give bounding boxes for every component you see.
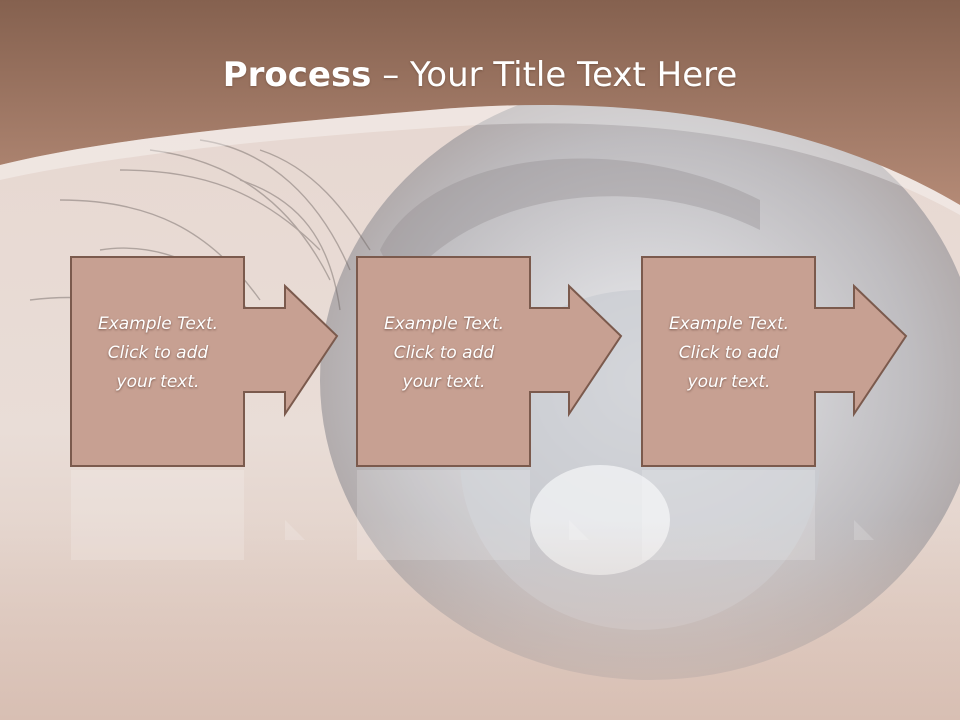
slide-title[interactable]: Process – Your Title Text Here	[0, 52, 960, 98]
step-text-line: Click to add	[393, 343, 495, 363]
step-text-line: Click to add	[107, 343, 209, 363]
step-text-line: your text.	[687, 372, 771, 392]
step-shape	[641, 256, 908, 467]
step-text-line: Click to add	[678, 343, 780, 363]
process-step-3[interactable]: Example Text. Click to add your text.	[641, 256, 916, 468]
process-step-2[interactable]: Example Text. Click to add your text.	[356, 256, 631, 468]
step-text: Example Text. Click to add your text.	[70, 310, 246, 397]
step-text: Example Text. Click to add your text.	[641, 310, 817, 397]
right-arrow-icon	[641, 256, 908, 467]
title-bold-text: Process	[222, 55, 372, 95]
step-shape	[356, 256, 623, 467]
step-text: Example Text. Click to add your text.	[356, 310, 532, 397]
process-step-1[interactable]: Example Text. Click to add your text.	[70, 256, 345, 468]
step-text-line: Example Text.	[668, 314, 790, 334]
title-rest-text: – Your Title Text Here	[371, 55, 738, 95]
step-text-line: your text.	[116, 372, 200, 392]
step-text-line: your text.	[402, 372, 486, 392]
step-shape	[70, 256, 339, 467]
step-text-line: Example Text.	[383, 314, 505, 334]
right-arrow-icon	[70, 256, 339, 467]
step-text-line: Example Text.	[97, 314, 219, 334]
right-arrow-icon	[356, 256, 623, 467]
